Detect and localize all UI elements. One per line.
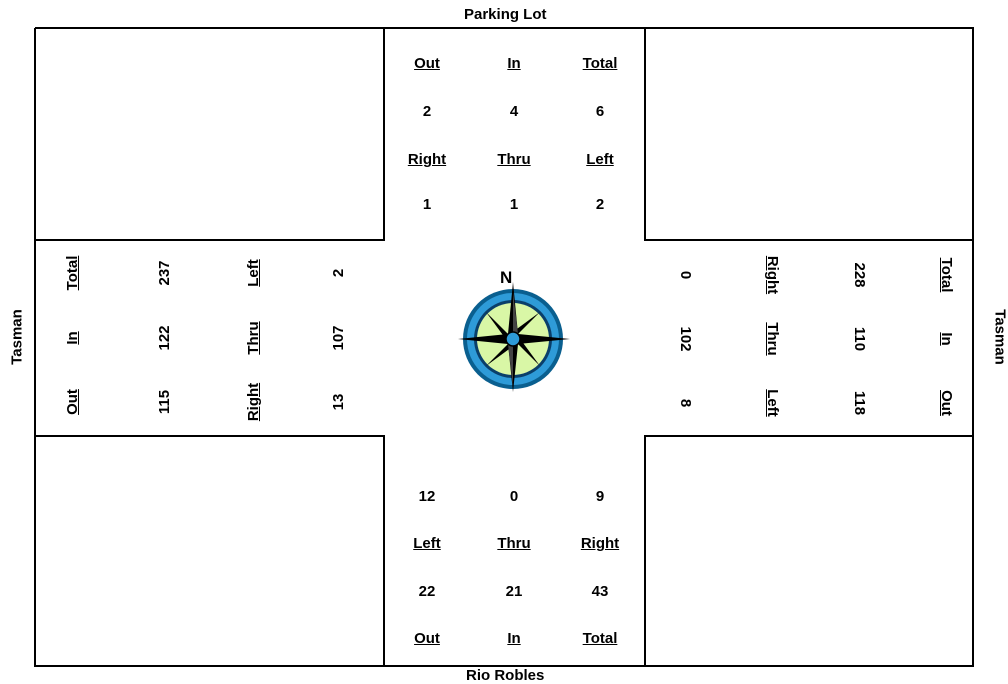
north-header-in: In	[479, 54, 549, 74]
west-right-value: 13	[329, 367, 349, 437]
west-movement-right: Right	[244, 367, 264, 437]
south-out-value: 22	[392, 582, 462, 602]
north-movement-right: Right	[392, 150, 462, 170]
east-header-in: In	[936, 304, 956, 374]
west-header-total: Total	[63, 238, 83, 308]
north-movement-left: Left	[565, 150, 635, 170]
east-header-total: Total	[936, 240, 956, 310]
north-right-value: 1	[392, 195, 462, 215]
south-header-out: Out	[392, 629, 462, 649]
east-in-value: 110	[849, 304, 869, 374]
west-left-value: 2	[329, 238, 349, 308]
south-total-value: 43	[565, 582, 635, 602]
east-out-value: 118	[849, 368, 869, 438]
north-total-value: 6	[565, 102, 635, 122]
west-movement-left: Left	[244, 238, 264, 308]
south-in-value: 21	[479, 582, 549, 602]
east-thru-value: 102	[675, 304, 695, 374]
east-right-value: 0	[675, 240, 695, 310]
east-left-value: 8	[675, 368, 695, 438]
east-movement-left: Left	[762, 368, 782, 438]
east-header-out: Out	[936, 368, 956, 438]
north-left-value: 2	[565, 195, 635, 215]
compass-rose-icon	[456, 282, 572, 392]
south-movement-right: Right	[565, 534, 635, 554]
west-header-out: Out	[63, 367, 83, 437]
north-thru-value: 1	[479, 195, 549, 215]
west-movement-thru: Thru	[244, 303, 264, 373]
south-header-total: Total	[565, 629, 635, 649]
south-movement-left: Left	[392, 534, 462, 554]
south-right-value: 9	[565, 487, 635, 507]
west-thru-value: 107	[329, 303, 349, 373]
north-header-total: Total	[565, 54, 635, 74]
west-total-value: 237	[155, 238, 175, 308]
west-out-value: 115	[155, 367, 175, 437]
south-left-value: 12	[392, 487, 462, 507]
south-movement-thru: Thru	[479, 534, 549, 554]
north-out-value: 2	[392, 102, 462, 122]
east-movement-right: Right	[762, 240, 782, 310]
north-header-out: Out	[392, 54, 462, 74]
north-movement-thru: Thru	[479, 150, 549, 170]
east-movement-thru: Thru	[762, 304, 782, 374]
east-total-value: 228	[849, 240, 869, 310]
north-in-value: 4	[479, 102, 549, 122]
south-header-in: In	[479, 629, 549, 649]
west-in-value: 122	[155, 303, 175, 373]
west-header-in: In	[63, 303, 83, 373]
south-thru-value: 0	[479, 487, 549, 507]
